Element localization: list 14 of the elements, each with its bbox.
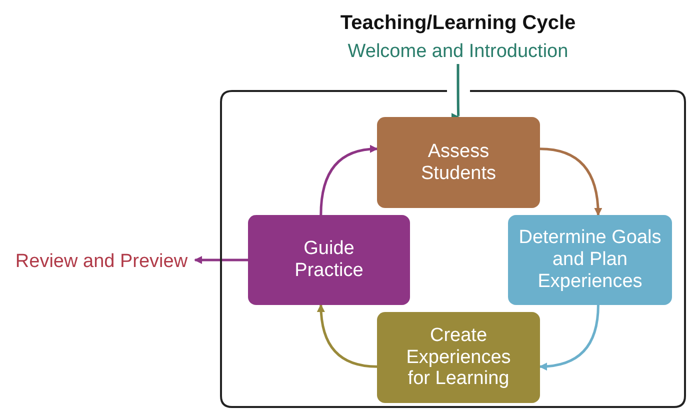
process-box: Guide Practice xyxy=(248,215,410,305)
curved-arrow xyxy=(194,256,248,264)
curved-arrow xyxy=(320,145,378,216)
process-box: Determine Goals and Plan Experiences xyxy=(508,215,672,305)
cycle-frame xyxy=(220,90,686,408)
process-box: Create Experiences for Learning xyxy=(377,312,540,403)
exit-label: Review and Preview xyxy=(8,247,195,273)
curved-arrow xyxy=(317,304,378,368)
curved-arrow xyxy=(539,304,600,370)
process-box: Assess Students xyxy=(377,117,540,208)
curved-arrow xyxy=(540,148,602,216)
entry-label: Welcome and Introduction xyxy=(330,40,586,64)
diagram-title: Teaching/Learning Cycle xyxy=(339,11,577,36)
curved-arrow xyxy=(453,64,461,118)
